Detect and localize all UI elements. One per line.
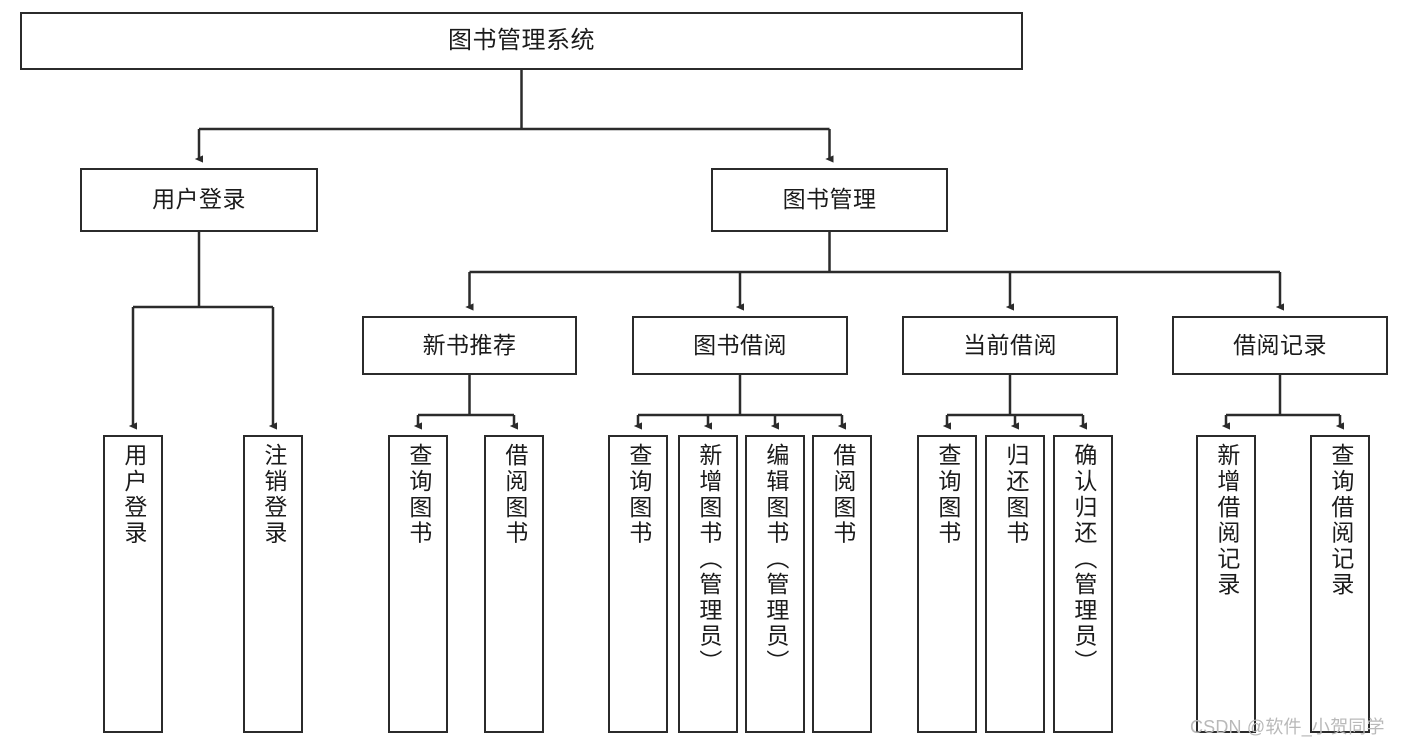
node-label: 查询图书 — [405, 443, 432, 547]
node-label: 借阅图书 — [501, 443, 528, 547]
node-label: 当前借阅 — [963, 331, 1057, 358]
node-leaf-confirm-return-admin[interactable]: 确认归还（管理员） — [1053, 435, 1113, 733]
node-leaf-query-book-borrow[interactable]: 查询图书 — [608, 435, 668, 733]
node-leaf-user-login[interactable]: 用户登录 — [103, 435, 163, 733]
node-label: 新增借阅记录 — [1213, 443, 1240, 598]
node-book-borrow[interactable]: 图书借阅 — [632, 316, 848, 375]
node-leaf-logout[interactable]: 注销登录 — [243, 435, 303, 733]
node-user-login[interactable]: 用户登录 — [80, 168, 318, 232]
node-label: 注销登录 — [260, 443, 287, 547]
node-leaf-query-book-current[interactable]: 查询图书 — [917, 435, 977, 733]
node-borrow-record[interactable]: 借阅记录 — [1172, 316, 1388, 375]
node-leaf-return-book[interactable]: 归还图书 — [985, 435, 1045, 733]
node-leaf-borrow-book-rec[interactable]: 借阅图书 — [484, 435, 544, 733]
node-label: 图书管理系统 — [448, 26, 595, 54]
node-label: 图书管理 — [782, 186, 877, 213]
node-book-management[interactable]: 图书管理 — [711, 168, 948, 232]
node-current-borrow[interactable]: 当前借阅 — [902, 316, 1118, 375]
edge-paths — [128, 70, 1345, 430]
node-label: 借阅图书 — [829, 443, 856, 547]
node-root-system[interactable]: 图书管理系统 — [20, 12, 1023, 70]
node-leaf-query-borrow-record[interactable]: 查询借阅记录 — [1310, 435, 1370, 733]
node-leaf-add-borrow-record[interactable]: 新增借阅记录 — [1196, 435, 1256, 733]
node-leaf-borrow-book[interactable]: 借阅图书 — [812, 435, 872, 733]
node-label: 用户登录 — [152, 186, 246, 213]
node-label: 借阅记录 — [1233, 331, 1327, 358]
node-label: 图书借阅 — [693, 331, 787, 358]
node-new-book-recommend[interactable]: 新书推荐 — [362, 316, 577, 375]
node-leaf-add-book-admin[interactable]: 新增图书（管理员） — [678, 435, 738, 733]
node-label: 查询借阅记录 — [1327, 443, 1354, 598]
node-label: 编辑图书（管理员） — [762, 443, 789, 675]
node-label: 归还图书 — [1002, 443, 1029, 547]
node-label: 查询图书 — [625, 443, 652, 547]
node-leaf-edit-book-admin[interactable]: 编辑图书（管理员） — [745, 435, 805, 733]
node-label: 查询图书 — [934, 443, 961, 547]
node-label: 用户登录 — [120, 443, 147, 547]
node-label: 确认归还（管理员） — [1070, 443, 1097, 675]
node-leaf-query-book-rec[interactable]: 查询图书 — [388, 435, 448, 733]
node-label: 新书推荐 — [422, 331, 517, 358]
node-label: 新增图书（管理员） — [695, 443, 722, 675]
